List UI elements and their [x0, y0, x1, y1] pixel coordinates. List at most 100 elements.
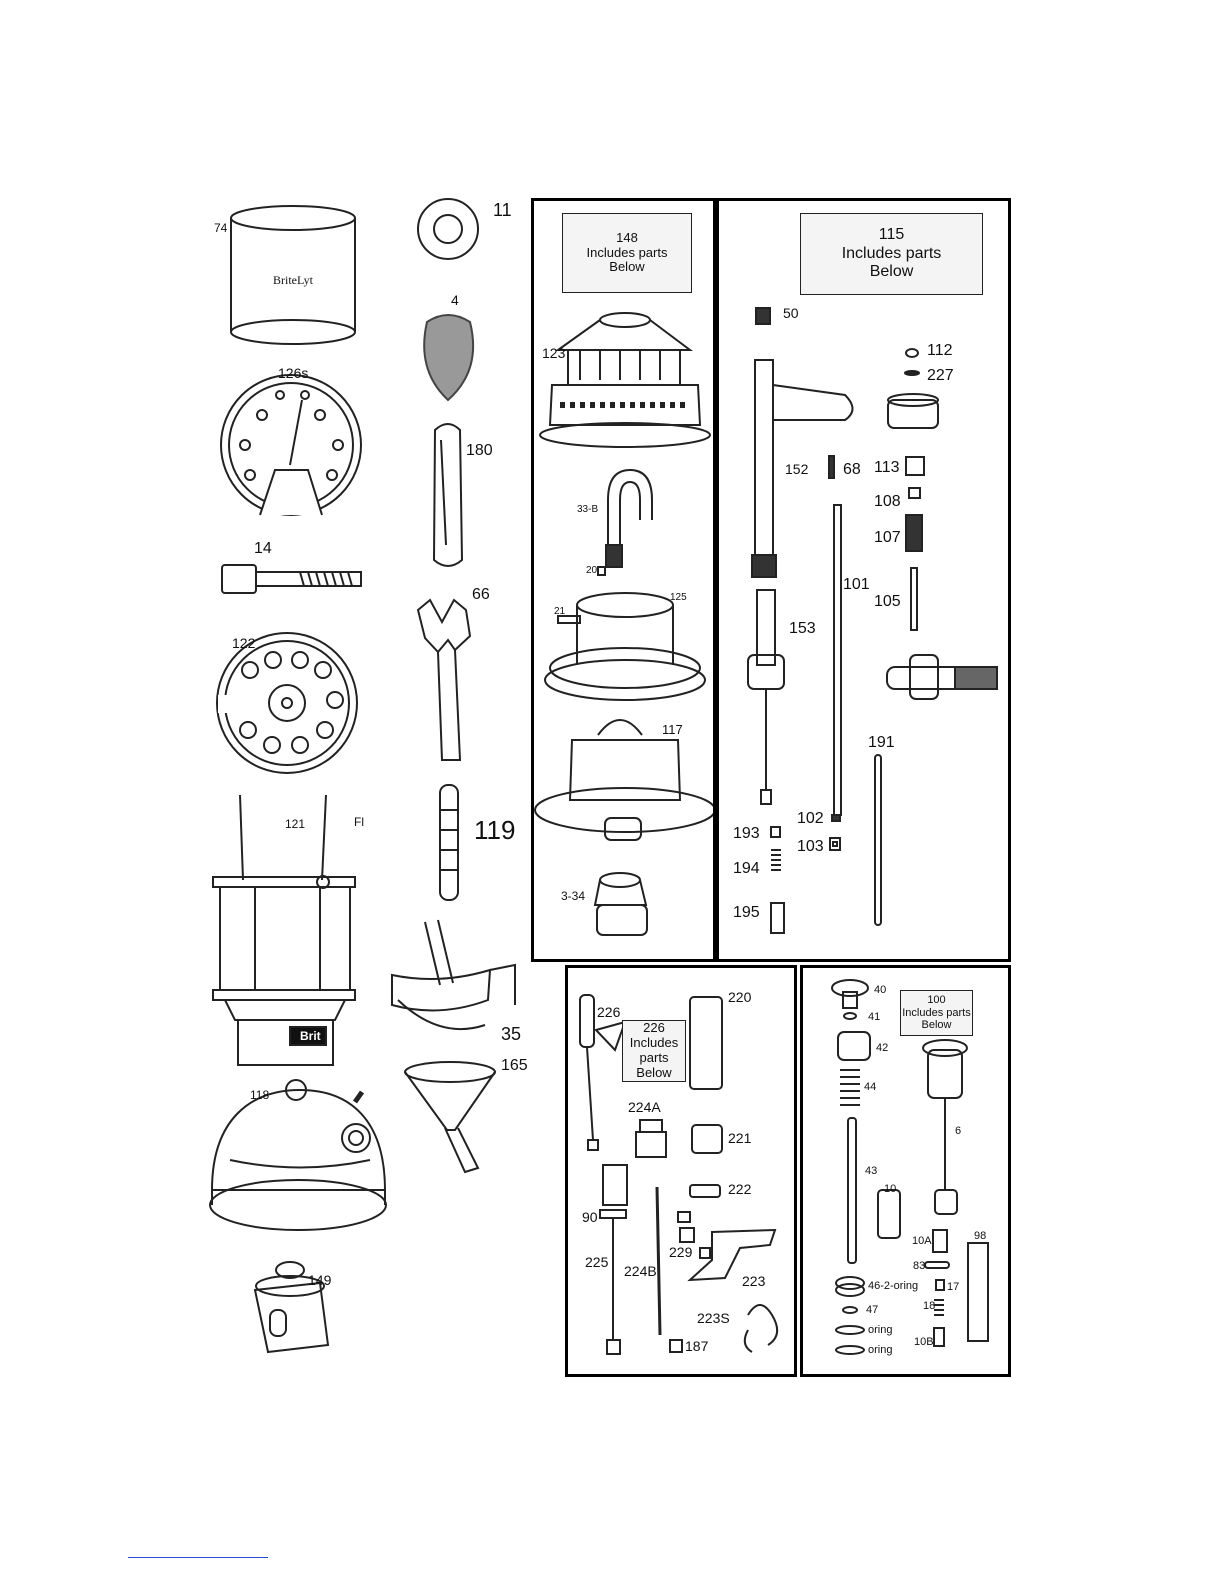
label-74: 74 — [214, 221, 228, 235]
part-229 — [677, 1211, 711, 1259]
part-68 — [828, 455, 835, 479]
part-153-valve — [747, 589, 785, 805]
part-90-225 — [599, 1164, 628, 1355]
label-98: 98 — [974, 1230, 987, 1242]
panel-115 — [716, 198, 1011, 962]
part-11-washer — [417, 198, 479, 260]
part-74-globe — [230, 205, 356, 345]
label-43: 43 — [865, 1165, 878, 1177]
note-226: 226 Includes parts Below — [622, 1020, 686, 1082]
part-187 — [669, 1339, 683, 1353]
part-14-bolt — [221, 564, 362, 594]
part-oring-1 — [835, 1325, 865, 1335]
label-40: 40 — [874, 984, 887, 996]
label-17: 17 — [947, 1281, 960, 1293]
label-11: 11 — [493, 200, 512, 220]
part-113 — [905, 456, 925, 476]
label-112: 112 — [927, 342, 953, 359]
label-46-2-oring: 46-2-oring — [868, 1280, 919, 1292]
part-112-227 — [904, 348, 920, 376]
part-33B-tube — [605, 468, 653, 568]
label-20: 20 — [586, 565, 598, 576]
label-118: 118 — [250, 1088, 270, 1102]
note-100: 100 Includes parts Below — [900, 990, 973, 1036]
part-223 — [687, 1228, 777, 1282]
part-10 — [877, 1189, 901, 1239]
part-165-funnel — [404, 1061, 496, 1174]
label-101: 101 — [843, 576, 870, 593]
label-3-34: 3-34 — [561, 889, 586, 903]
label-18: 18 — [923, 1300, 936, 1312]
part-50 — [755, 307, 771, 325]
label-126s: 126s — [278, 365, 309, 381]
label-35: 35 — [501, 1024, 522, 1044]
label-103: 103 — [797, 838, 824, 855]
label-21: 21 — [554, 606, 566, 617]
part-4-mantle — [423, 314, 475, 402]
footer-link-underline — [128, 1557, 268, 1558]
label-44: 44 — [864, 1081, 877, 1093]
label-105: 105 — [874, 593, 901, 610]
note-115: 115 Includes parts Below — [800, 213, 983, 295]
label-152: 152 — [785, 461, 809, 477]
part-107 — [905, 514, 923, 552]
label-4: 4 — [451, 292, 459, 308]
label-68: 68 — [843, 461, 861, 478]
part-83 — [924, 1261, 950, 1269]
label-223: 223 — [742, 1273, 766, 1289]
part-103 — [829, 837, 841, 851]
label-195: 195 — [733, 904, 760, 921]
label-14: 14 — [254, 540, 272, 557]
part-66-wrench — [416, 598, 472, 761]
part-42 — [837, 1031, 871, 1061]
label-227: 227 — [927, 367, 954, 384]
label-50: 50 — [783, 305, 799, 321]
label-193: 193 — [733, 825, 760, 842]
label-180: 180 — [466, 442, 493, 459]
panel-148 — [531, 198, 716, 962]
label-83: 83 — [913, 1260, 926, 1272]
part-125-gallery — [544, 592, 706, 701]
part-35 — [391, 919, 516, 1031]
label-225: 225 — [585, 1254, 609, 1270]
label-222: 222 — [728, 1181, 752, 1197]
panel-100 — [800, 965, 1011, 1377]
part-119 — [439, 784, 459, 901]
label-107: 107 — [874, 529, 901, 546]
part-193 — [770, 826, 781, 838]
label-Fl: Fl — [354, 815, 364, 829]
label-153: 153 — [789, 620, 816, 637]
label-121: 121 — [285, 817, 306, 831]
label-194: 194 — [733, 860, 760, 877]
label-47: 47 — [866, 1304, 879, 1316]
label-113: 113 — [874, 459, 900, 476]
part-40 — [831, 979, 869, 1009]
part-10A — [932, 1229, 948, 1253]
part-3-34 — [593, 872, 648, 936]
part-220 — [689, 996, 723, 1090]
label-oring-1: oring — [868, 1324, 893, 1336]
part-224A — [635, 1119, 667, 1158]
brand-globe: BriteLyt — [273, 273, 313, 287]
part-126s-plate — [220, 374, 362, 516]
part-10B — [933, 1327, 945, 1347]
label-102: 102 — [797, 810, 824, 827]
part-102 — [831, 814, 841, 822]
part-47 — [842, 1306, 858, 1314]
label-224A: 224A — [628, 1099, 661, 1115]
part-98 — [967, 1242, 989, 1342]
label-41: 41 — [868, 1011, 881, 1023]
label-187: 187 — [685, 1338, 709, 1354]
part-43 — [847, 1117, 857, 1264]
label-220: 220 — [728, 989, 752, 1005]
part-6-pump — [922, 1039, 968, 1215]
part-108 — [908, 487, 921, 499]
label-108: 108 — [874, 493, 901, 510]
part-222 — [689, 1184, 721, 1198]
part-41 — [843, 1012, 857, 1020]
part-valve-body — [886, 654, 998, 700]
label-10A: 10A — [912, 1235, 932, 1247]
part-20 — [597, 566, 606, 576]
part-17 — [935, 1279, 945, 1291]
